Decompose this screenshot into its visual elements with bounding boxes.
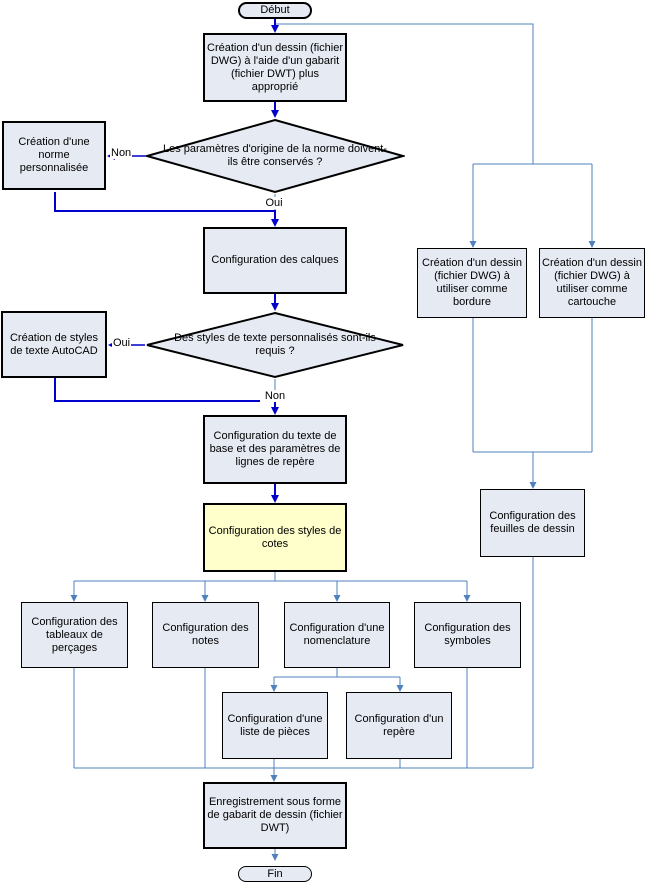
node-q-styles-texte: Des styles de texte personnalisés sont-i…	[145, 311, 405, 379]
diamond-shape	[145, 118, 405, 194]
edge-bordure-cartouche-to-feuilles	[472, 318, 593, 768]
node-calques: Configuration des calques	[203, 227, 347, 294]
node-debut: Début	[238, 2, 312, 19]
node-repere-label: Configuration d'un repère	[354, 712, 444, 738]
node-q-norme: Les paramètres d'origine de la norme doi…	[145, 118, 405, 194]
node-norme-perso: Création d'une norme personnalisée	[2, 121, 106, 190]
edge-merge-to-enregistrement	[73, 668, 533, 782]
node-norme-perso-label: Création d'une norme personnalisée	[18, 136, 90, 174]
edge-debut-to-right-branch	[275, 23, 596, 248]
node-styles-cotes: Configuration des styles de cotes	[203, 503, 347, 572]
edge-enregistrement-to-fin	[271, 849, 279, 861]
node-cartouche: Création d'un dessin (fichier DWG) à uti…	[539, 248, 645, 318]
node-q-styles-texte-label: Des styles de texte personnalisés sont-i…	[174, 332, 376, 357]
node-cartouche-label: Création d'un dessin (fichier DWG) à uti…	[542, 257, 642, 308]
node-liste-pieces: Configuration d'une liste de pièces	[222, 692, 328, 759]
node-debut-label: Début	[260, 4, 290, 16]
node-nomenclature: Configuration d'une nomenclature	[284, 602, 390, 668]
node-nomenclature-label: Configuration d'une nomenclature	[289, 622, 385, 647]
node-q-norme-label: Les paramètres d'origine de la norme doi…	[162, 143, 388, 168]
node-symboles-label: Configuration des symboles	[424, 622, 511, 647]
node-styles-cotes-label: Configuration des styles de cotes	[208, 524, 342, 550]
node-creation-dessin-label: Création d'un dessin (fichier DWG) à l'a…	[207, 41, 344, 93]
node-fin-label: Fin	[267, 867, 283, 880]
node-calques-label: Configuration des calques	[211, 254, 339, 266]
node-repere: Configuration d'un repère	[346, 692, 452, 759]
edge-label-oui-1: Oui	[259, 197, 289, 209]
node-creation-dessin: Création d'un dessin (fichier DWG) à l'a…	[203, 33, 347, 102]
edge-cotes-fanout	[70, 572, 471, 602]
node-feuilles: Configuration des feuilles de dessin	[480, 489, 585, 557]
node-notes-label: Configuration des notes	[162, 622, 249, 647]
node-texte-base: Configuration du texte de base et des pa…	[203, 415, 347, 484]
node-feuilles-label: Configuration des feuilles de dessin	[489, 510, 576, 535]
node-fin: Fin	[238, 866, 312, 882]
edge-label-non-2: Non	[260, 390, 290, 402]
edge-nomenclature-fanout	[270, 668, 404, 692]
node-bordure: Création d'un dessin (fichier DWG) à uti…	[417, 248, 527, 318]
node-liste-pieces-label: Configuration d'une liste de pièces	[227, 712, 323, 738]
node-bordure-label: Création d'un dessin (fichier DWG) à uti…	[422, 257, 522, 308]
node-tableaux-percages-label: Configuration des tableaux de perçages	[31, 615, 118, 654]
node-enregistrement-label: Enregistrement sous forme de gabarit de …	[207, 796, 343, 834]
edge-label-oui-2: Oui	[112, 337, 132, 349]
node-tableaux-percages: Configuration des tableaux de perçages	[21, 602, 128, 668]
diamond-shape	[146, 311, 404, 379]
node-styles-texte-label: Création de styles de texte AutoCAD	[9, 331, 99, 357]
node-symboles: Configuration des symboles	[414, 602, 521, 668]
edge-label-non-1: Non	[110, 147, 133, 159]
node-styles-texte: Création de styles de texte AutoCAD	[1, 311, 107, 378]
node-enregistrement: Enregistrement sous forme de gabarit de …	[203, 782, 347, 849]
node-texte-base-label: Configuration du texte de base et des pa…	[209, 430, 341, 468]
node-notes: Configuration des notes	[152, 602, 259, 668]
